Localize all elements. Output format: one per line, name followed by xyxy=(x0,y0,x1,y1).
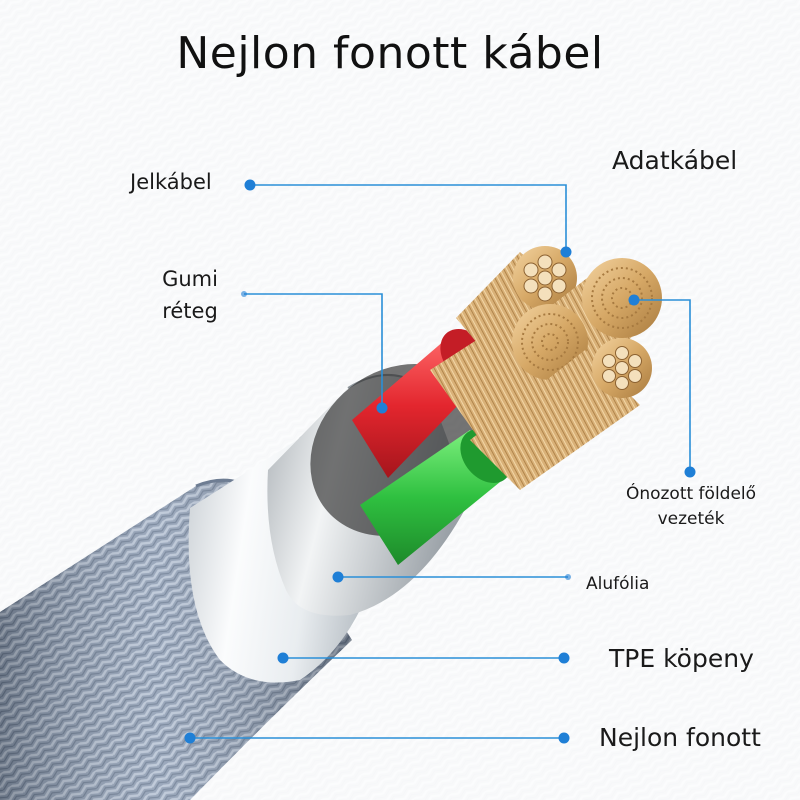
label-onozott-foldelo: Ónozott földelő vezeték xyxy=(606,482,776,532)
callout-onozott-line xyxy=(634,299,691,472)
label-gumi-line2: réteg xyxy=(162,299,218,323)
dot-nejlon xyxy=(558,732,570,744)
label-tpe-kopeny: TPE köpeny xyxy=(609,644,754,673)
strand-end-lower xyxy=(592,338,652,398)
dot-onozott xyxy=(684,466,696,478)
diagram-title: Nejlon fonott kábel xyxy=(176,28,604,79)
callout-dots xyxy=(184,179,696,744)
strand-end-left xyxy=(513,246,577,310)
label-nejlon-fonott: Nejlon fonott xyxy=(599,723,761,752)
label-adatkabel: Adatkábel xyxy=(612,146,738,175)
dot-onozott-inner xyxy=(628,294,640,306)
callout-gumi-line xyxy=(244,293,383,408)
dot-tpe xyxy=(558,652,570,664)
dot-nejlon-inner xyxy=(184,732,196,744)
label-gumi-reteg: Gumi réteg xyxy=(150,263,230,327)
dot-gumi-outer xyxy=(241,291,247,297)
label-onozott-line1: Ónozott földelő xyxy=(625,484,757,504)
label-jelkabel: Jelkábel xyxy=(130,170,212,194)
strand-end-middle xyxy=(512,304,588,380)
callout-lines xyxy=(190,184,691,739)
callout-jelkabel-line xyxy=(250,184,567,252)
copper-bundles xyxy=(430,246,662,490)
dot-tpe-inner xyxy=(277,652,289,664)
dot-adatkabel xyxy=(560,246,572,258)
strand-end-right xyxy=(582,258,662,338)
label-onozott-line2: vezeték xyxy=(657,509,725,529)
label-gumi-line1: Gumi xyxy=(162,267,218,291)
dot-alufolia-inner xyxy=(332,571,344,583)
dot-alufolia-outer xyxy=(565,574,571,580)
dot-jelkabel xyxy=(244,179,256,191)
label-alufolia: Alufólia xyxy=(586,574,650,594)
dot-gumi xyxy=(376,402,388,414)
